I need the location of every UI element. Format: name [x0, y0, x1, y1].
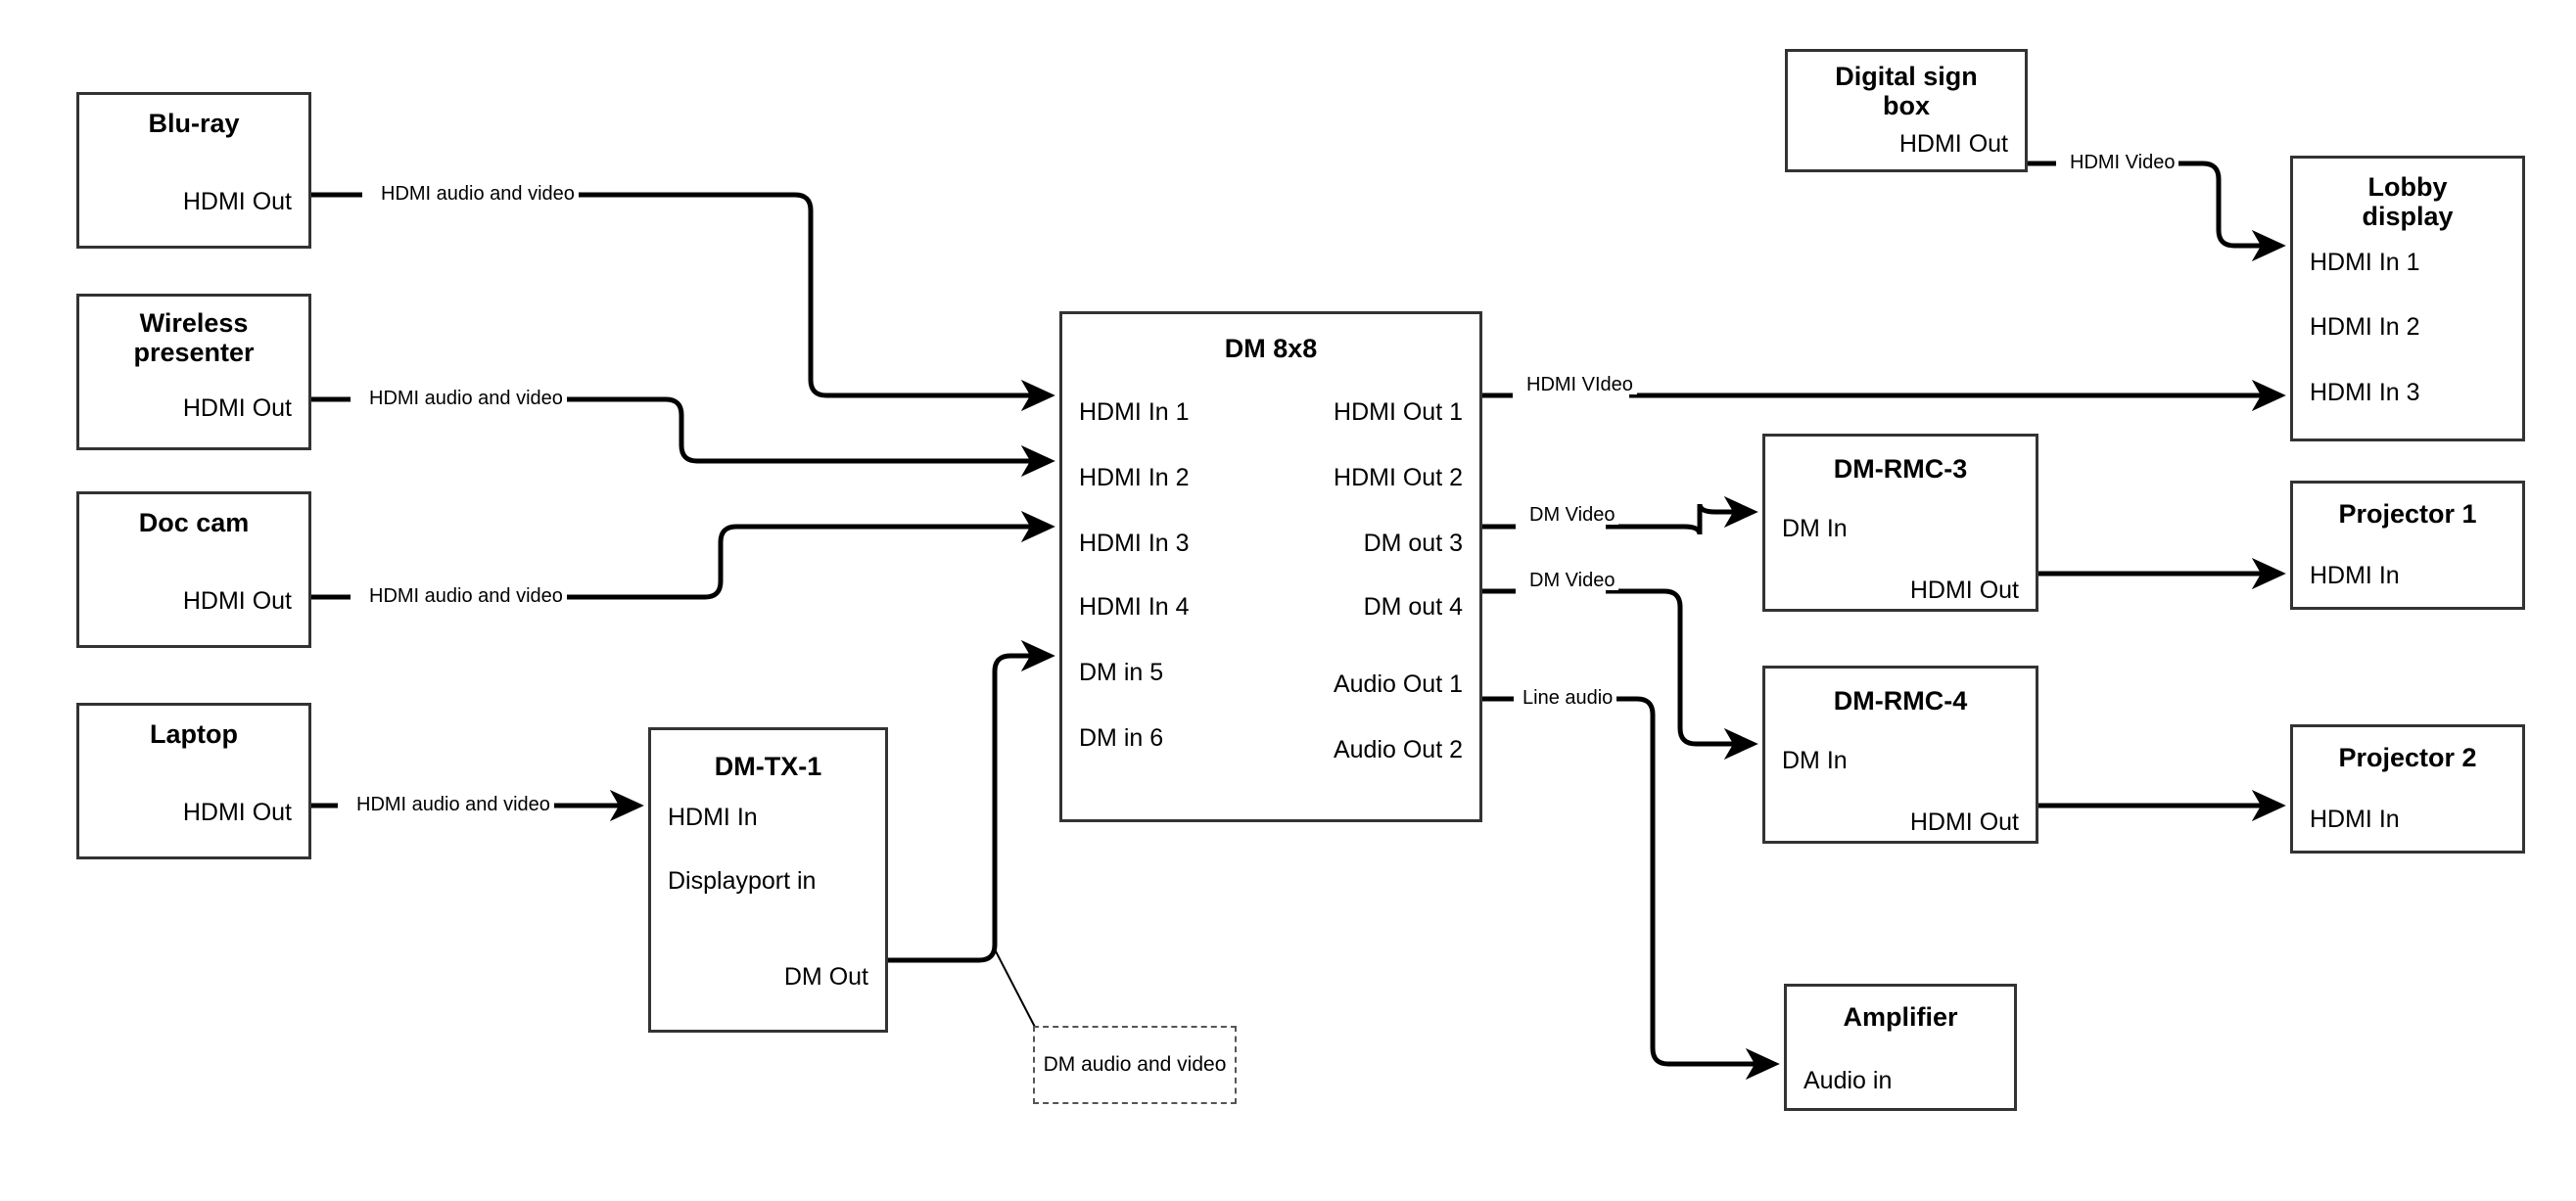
port-projector-1-0[interactable]: HDMI In: [2310, 562, 2400, 589]
node-title-digital-sign-box: Digital sign box: [1835, 62, 1978, 121]
wire-label-laptop-link: HDMI audio and video: [352, 795, 554, 814]
port-dm-rmc-4-0[interactable]: DM In: [1782, 747, 1848, 774]
port-dm-8x8-6[interactable]: HDMI Out 1: [1334, 398, 1463, 426]
wire-label-doccam-link: HDMI audio and video: [365, 586, 567, 606]
wire-label-bluray-link: HDMI audio and video: [377, 184, 579, 204]
node-dm-rmc-4[interactable]: DM-RMC-4 DM In HDMI Out: [1762, 666, 2038, 844]
wire-dmtx1-to-dmin5: [888, 639, 1055, 963]
port-dm-8x8-3[interactable]: HDMI In 4: [1079, 593, 1190, 621]
node-projector-1[interactable]: Projector 1 HDMI In: [2290, 481, 2525, 610]
port-dm-8x8-4[interactable]: DM in 5: [1079, 659, 1164, 686]
node-projector-2[interactable]: Projector 2 HDMI In: [2290, 724, 2525, 854]
wire-label-audioout1-link: Line audio: [1519, 688, 1617, 708]
port-digital-sign-box-0[interactable]: HDMI Out: [1898, 130, 2008, 158]
port-dm-8x8-5[interactable]: DM in 6: [1079, 724, 1164, 752]
port-dm-tx-1-0[interactable]: HDMI In: [668, 804, 758, 831]
port-dm-tx-1-1[interactable]: Displayport in: [668, 867, 817, 895]
port-dm-8x8-9[interactable]: DM out 4: [1363, 593, 1463, 621]
callout-leader-line: [994, 948, 1039, 1034]
callout-dm-audio-video-callout: DM audio and video: [1033, 1026, 1237, 1104]
port-lobby-display-0[interactable]: HDMI In 1: [2310, 249, 2420, 276]
port-dm-8x8-11[interactable]: Audio Out 2: [1333, 736, 1463, 763]
node-title-blu-ray: Blu-ray: [148, 109, 240, 138]
wire-bluray-to-hdmiin1: [311, 192, 1050, 395]
port-laptop-0[interactable]: HDMI Out: [182, 799, 292, 826]
port-projector-2-0[interactable]: HDMI In: [2310, 806, 2400, 833]
port-dm-8x8-2[interactable]: HDMI In 3: [1079, 530, 1190, 557]
port-dm-rmc-4-1[interactable]: HDMI Out: [1909, 808, 2019, 836]
node-title-amplifier: Amplifier: [1843, 1002, 1958, 1032]
node-title-laptop: Laptop: [150, 719, 238, 749]
wire-label-wireless-link: HDMI audio and video: [365, 389, 567, 408]
wire-signbox-to-lobby-in1: [2028, 161, 2280, 246]
port-dm-rmc-3-1[interactable]: HDMI Out: [1909, 577, 2019, 604]
port-wireless-presenter-0[interactable]: HDMI Out: [182, 394, 292, 422]
node-dm-rmc-3[interactable]: DM-RMC-3 DM In HDMI Out: [1762, 434, 2038, 612]
node-title-projector-1: Projector 1: [2338, 499, 2477, 529]
port-dm-8x8-10[interactable]: Audio Out 1: [1333, 670, 1463, 698]
port-dm-8x8-0[interactable]: HDMI In 1: [1079, 398, 1190, 426]
port-amplifier-0[interactable]: Audio in: [1803, 1067, 1893, 1094]
node-title-dm-rmc-3: DM-RMC-3: [1833, 454, 1968, 484]
port-lobby-display-1[interactable]: HDMI In 2: [2310, 313, 2420, 341]
port-doc-cam-0[interactable]: HDMI Out: [182, 587, 292, 615]
wire-label-dmout4-link: DM Video: [1525, 571, 1619, 590]
port-dm-8x8-7[interactable]: HDMI Out 2: [1334, 464, 1463, 491]
wire-dmout4-to-rmc4: [1482, 588, 1753, 744]
wire-label-signbox-link: HDMI Video: [2066, 153, 2179, 172]
wire-label-hdmiout1-link: HDMI VIdeo: [1522, 375, 1637, 394]
node-title-dm-rmc-4: DM-RMC-4: [1833, 686, 1968, 716]
port-dm-8x8-1[interactable]: HDMI In 2: [1079, 464, 1190, 491]
node-title-lobby-display: Lobby display: [2362, 172, 2454, 232]
wire-label-dmout3-link: DM Video: [1525, 505, 1619, 525]
node-title-doc-cam: Doc cam: [138, 508, 250, 537]
node-title-projector-2: Projector 2: [2338, 743, 2477, 772]
port-dm-tx-1-2[interactable]: DM Out: [783, 963, 868, 991]
node-title-wireless-presenter: Wireless presenter: [133, 308, 255, 368]
wire-audioout1-to-amplifier: [1482, 696, 1774, 1064]
port-dm-rmc-3-0[interactable]: DM In: [1782, 515, 1848, 542]
node-title-dm-tx-1: DM-TX-1: [714, 752, 822, 781]
port-dm-8x8-8[interactable]: DM out 3: [1363, 530, 1463, 557]
node-title-dm-8x8: DM 8x8: [1224, 334, 1318, 363]
port-blu-ray-0[interactable]: HDMI Out: [182, 188, 292, 215]
port-lobby-display-2[interactable]: HDMI In 3: [2310, 379, 2420, 406]
